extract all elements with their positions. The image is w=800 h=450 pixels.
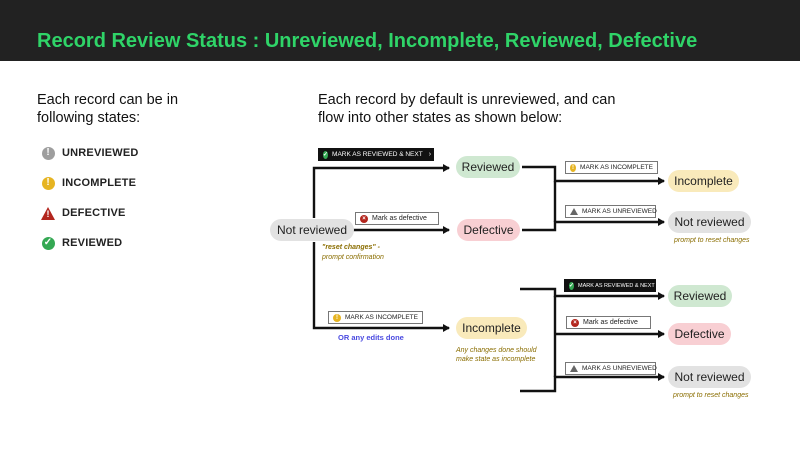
incomplete-icon: ! (41, 176, 55, 190)
state-reviewed: Reviewed (668, 285, 732, 307)
intro-left-line: Each record can be in (37, 92, 179, 108)
mark-incomplete-button[interactable]: ! MARK AS INCOMPLETE (565, 161, 658, 174)
reviewed-icon: ✓ (569, 281, 575, 290)
unreviewed-icon: ! (41, 146, 55, 160)
chevron-right-icon: › (660, 282, 664, 289)
legend-reviewed: ✓ REVIEWED (41, 235, 122, 251)
arrow-incomplete-to-notreviewed (520, 373, 665, 393)
legend-label: DEFECTIVE (62, 207, 126, 219)
note-changes-line: make state as incomplete (456, 356, 536, 363)
arrow-to-incomplete (312, 242, 450, 332)
mark-defective-button[interactable]: × Mark as defective (355, 212, 439, 225)
button-label: Mark as defective (372, 215, 427, 222)
reviewed-icon: ✓ (41, 236, 55, 250)
arrow-reviewed-to-incomplete (522, 165, 665, 185)
state-not-reviewed: Not reviewed (270, 219, 354, 241)
state-incomplete: Incomplete (668, 170, 739, 192)
close-icon: × (360, 214, 368, 223)
mark-unreviewed-button[interactable]: MARK AS UNREVIEWED (565, 205, 657, 218)
intro-left-line: following states: (37, 110, 141, 126)
arrow-incomplete-to-reviewed (520, 287, 665, 300)
mark-reviewed-next-button[interactable]: ✓ MARK AS REVIEWED & NEXT › (318, 148, 434, 161)
legend-unreviewed: ! UNREVIEWED (41, 145, 139, 161)
button-label: Mark as defective (583, 319, 638, 326)
note-reset-changes: "reset changes" - (322, 244, 380, 251)
button-label: MARK AS UNREVIEWED (582, 208, 657, 215)
mark-reviewed-next-button[interactable]: ✓ MARK AS REVIEWED & NEXT › (564, 279, 663, 292)
state-not-reviewed: Not reviewed (668, 211, 751, 233)
button-label: MARK AS INCOMPLETE (580, 164, 653, 171)
warning-icon (570, 208, 578, 215)
note-or-edits: OR any edits done (338, 333, 404, 342)
incomplete-icon: ! (570, 163, 577, 172)
legend-label: REVIEWED (62, 237, 123, 249)
button-label: MARK AS UNREVIEWED (582, 365, 657, 372)
state-reviewed: Reviewed (456, 156, 520, 178)
intro-right: Each record by default is unreviewed, an… (318, 91, 615, 127)
button-label: MARK AS REVIEWED & NEXT (332, 151, 423, 158)
legend-label: UNREVIEWED (62, 147, 139, 159)
legend-incomplete: ! INCOMPLETE (41, 175, 136, 191)
defective-icon: ! (41, 206, 55, 220)
intro-left: Each record can be in following states: (37, 91, 178, 127)
chevron-right-icon: › (428, 151, 432, 158)
state-defective: Defective (457, 219, 520, 241)
state-defective: Defective (668, 323, 731, 345)
close-icon: × (571, 318, 579, 327)
arrow-defective-to-notreviewed (522, 218, 665, 232)
mark-defective-button[interactable]: × Mark as defective (566, 316, 651, 329)
intro-right-line: Each record by default is unreviewed, an… (318, 92, 616, 108)
reviewed-icon: ✓ (323, 150, 329, 159)
warning-icon (570, 365, 578, 372)
note-changes-line: Any changes done should (456, 347, 537, 354)
state-not-reviewed: Not reviewed (668, 366, 751, 388)
note-prompt-confirmation: prompt confirmation (322, 254, 384, 261)
note-prompt-reset: prompt to reset changes (674, 237, 750, 244)
mark-unreviewed-button[interactable]: MARK AS UNREVIEWED (565, 362, 657, 375)
page-title: Record Review Status : Unreviewed, Incom… (37, 30, 698, 52)
incomplete-icon: ! (333, 313, 341, 322)
legend-defective: ! DEFECTIVE (41, 205, 126, 221)
state-incomplete: Incomplete (456, 317, 527, 339)
button-label: MARK AS REVIEWED & NEXT (578, 282, 655, 289)
legend-label: INCOMPLETE (62, 177, 137, 189)
intro-right-line: flow into other states as shown below: (318, 110, 563, 126)
arrow-to-reviewed (312, 164, 450, 218)
header-bar: Record Review Status : Unreviewed, Incom… (0, 0, 800, 61)
note-prompt-reset: prompt to reset changes (673, 392, 749, 399)
mark-incomplete-button[interactable]: ! MARK AS INCOMPLETE (328, 311, 423, 324)
button-label: MARK AS INCOMPLETE (345, 314, 418, 321)
